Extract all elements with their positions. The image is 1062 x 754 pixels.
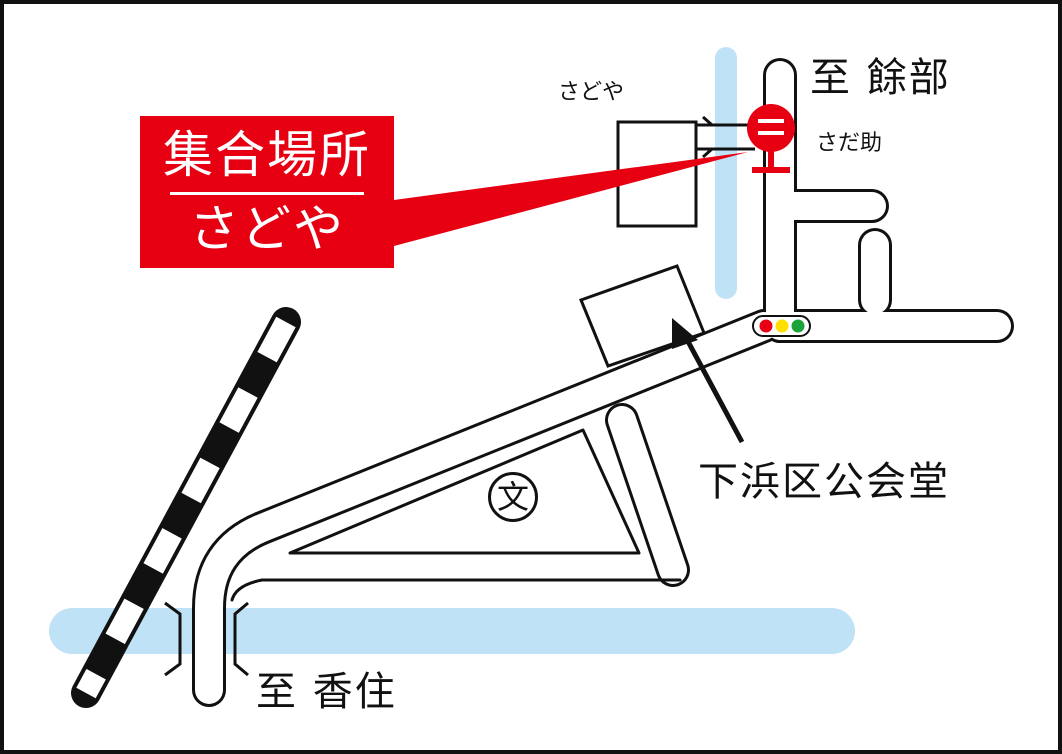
railway-icon: [71, 307, 301, 708]
callout-subtitle: さどや: [189, 200, 345, 258]
bridge-north: [696, 115, 755, 159]
bridge-icon: [164, 601, 249, 677]
label-dest-south: 至 香住: [256, 669, 397, 715]
callout-divider: [170, 192, 364, 195]
arrow-icon: [672, 318, 745, 444]
school-icon: 文: [488, 472, 538, 522]
callout-pointer: [394, 152, 748, 246]
callout-title: 集合場所: [163, 126, 371, 184]
road-network: [192, 58, 1014, 707]
school-block: [288, 428, 641, 555]
label-sadoya: さどや: [558, 80, 625, 105]
label-dest-north: 至 餘部: [810, 55, 951, 101]
meeting-place-callout: 集合場所 さどや: [140, 116, 394, 268]
label-hall: 下浜区公会堂: [698, 459, 950, 505]
traffic-light-icon: [752, 315, 811, 337]
label-sadasuke: さだ助: [816, 131, 883, 156]
bus-stop-icon: [747, 104, 795, 173]
